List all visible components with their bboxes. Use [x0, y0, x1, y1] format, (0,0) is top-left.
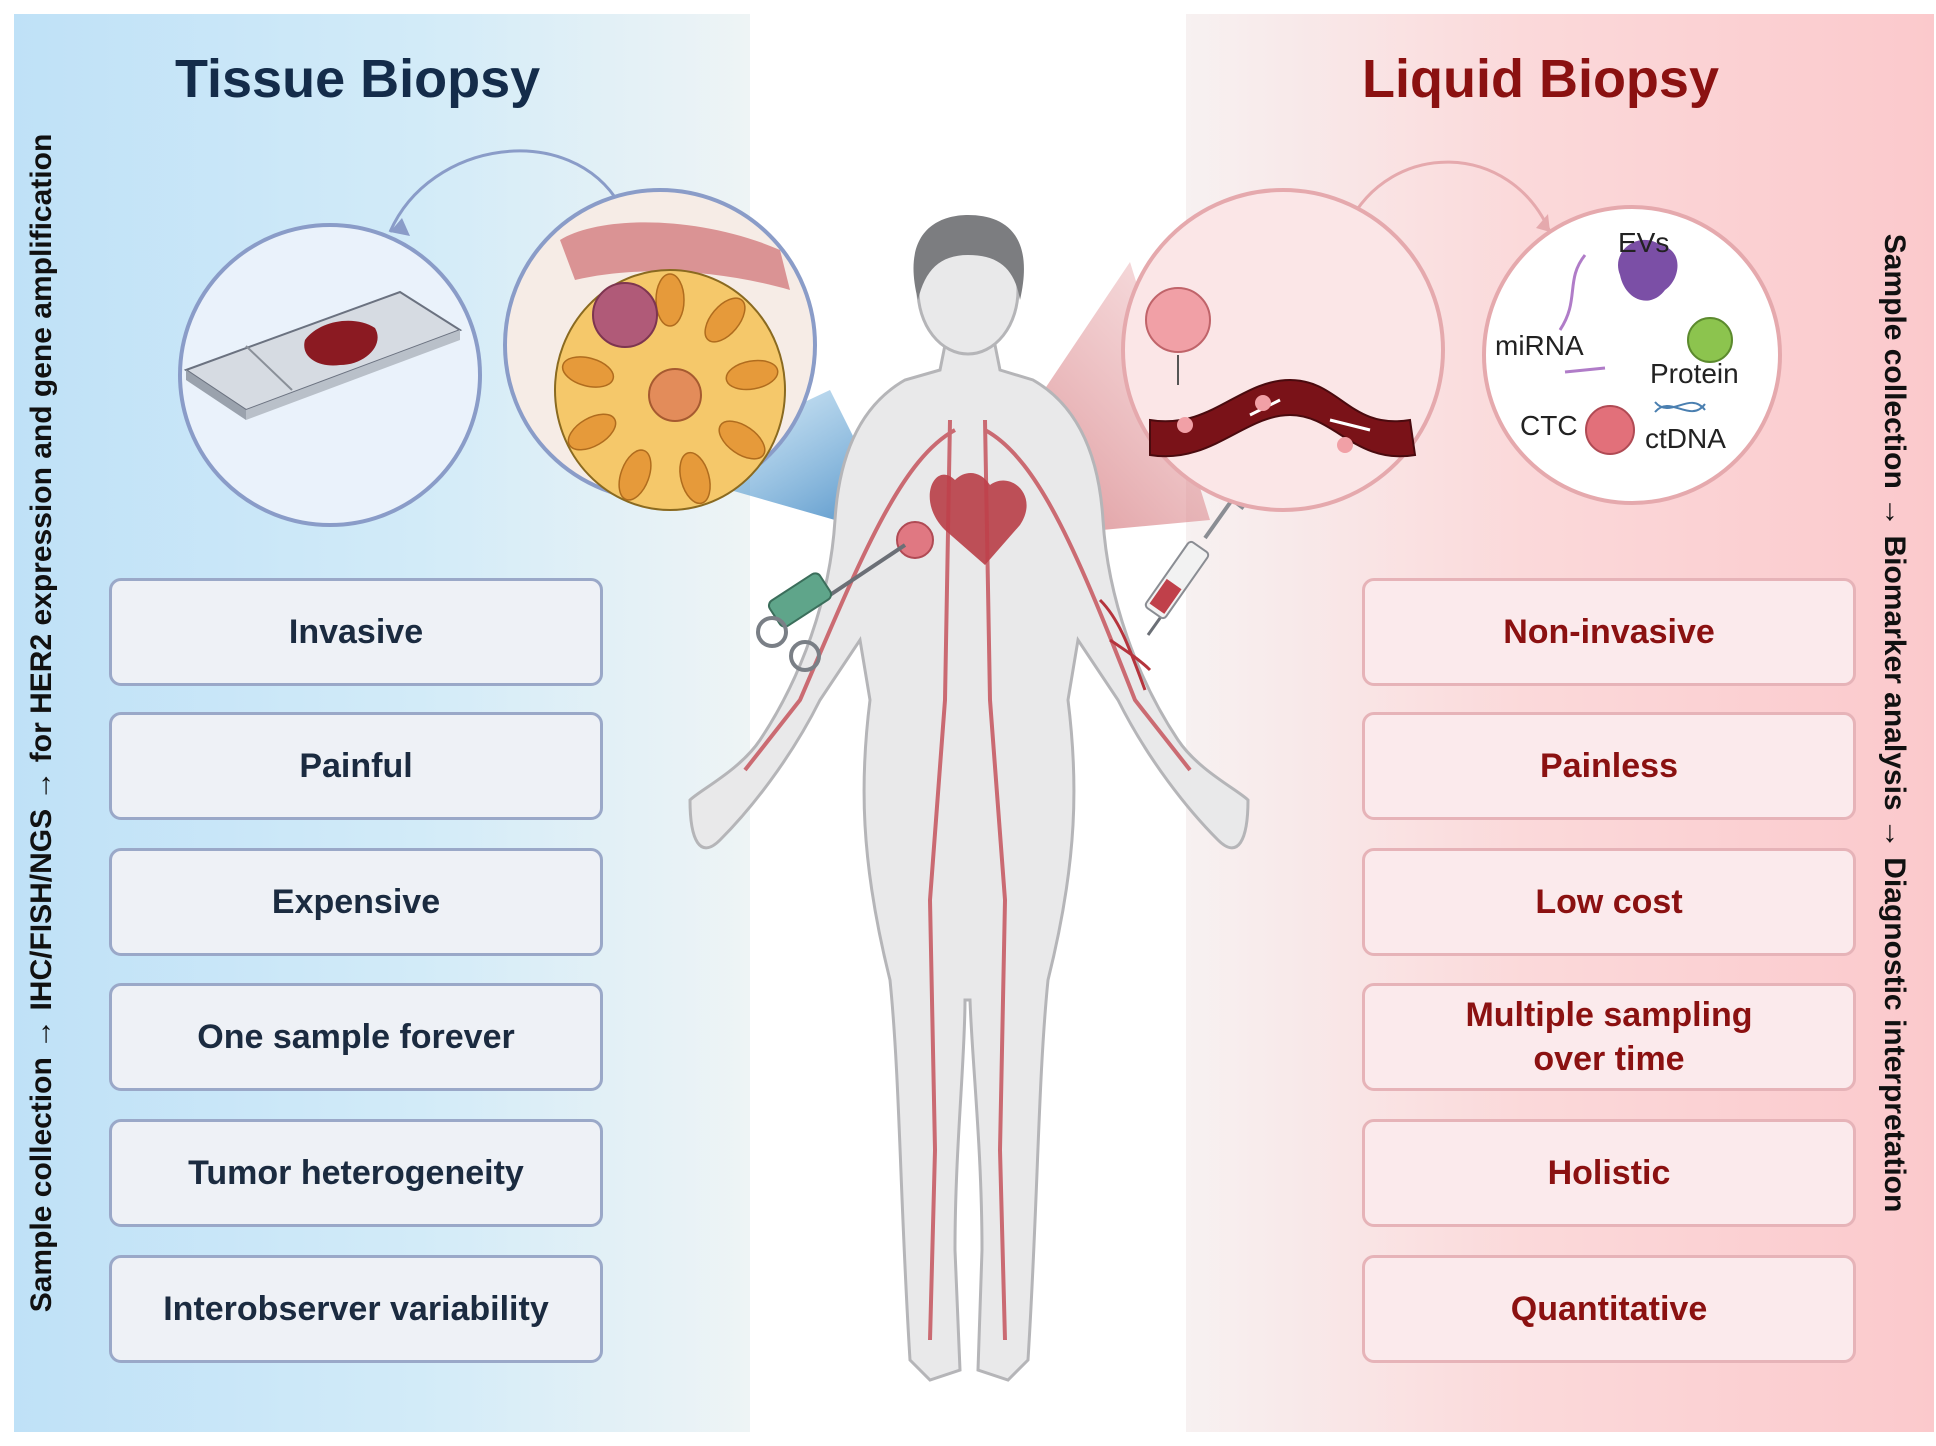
liquid-feature-box: Painless [1362, 712, 1856, 820]
milk-lobules-icon [561, 273, 779, 505]
tissue-feature-box: One sample forever [109, 983, 603, 1091]
liquid-biopsy-title: Liquid Biopsy [1362, 49, 1719, 109]
bloodstream-vessel-icon [1149, 378, 1417, 458]
mirna-strand-icon [1558, 254, 1587, 331]
ctc-label: CTC [1520, 410, 1578, 441]
breast-anatomy-circle [503, 188, 817, 511]
protein-label: Protein [1650, 358, 1739, 389]
blood-vessel-circle [1121, 188, 1445, 512]
primary-tumor-icon [1145, 287, 1211, 353]
liquid-feature-box: Low cost [1362, 848, 1856, 956]
mirna-label: miRNA [1495, 330, 1584, 361]
tissue-feature-box: Tumor heterogeneity [109, 1119, 603, 1227]
mirna-small-icon [1564, 366, 1606, 374]
liquid-feature-box: Non-invasive [1362, 578, 1856, 686]
biomarkers-circle: EVs miRNA Protein CTC ctDNA [1482, 205, 1782, 505]
protein-icon [1687, 317, 1733, 363]
heart-icon [929, 473, 1027, 565]
breast-tumor-icon [896, 521, 934, 559]
liquid-connector-arc [1346, 160, 1552, 233]
tissue-sample-icon [304, 320, 378, 366]
core-biopsy-needle-icon [756, 543, 907, 672]
tissue-connector-arc [388, 149, 622, 233]
liquid-feature-box: Quantitative [1362, 1255, 1856, 1363]
arm-vein-icon [1098, 598, 1152, 691]
hair-icon [913, 215, 1024, 300]
tissue-feature-box: Painful [109, 712, 603, 820]
tissue-biopsy-title: Tissue Biopsy [175, 49, 541, 109]
tissue-feature-box: Invasive [109, 578, 603, 686]
tissue-feature-box: Interobserver variability [109, 1255, 603, 1363]
tissue-slide-circle [178, 223, 482, 527]
ctdna-helix-icon [1654, 401, 1706, 413]
tissue-feature-box: Expensive [109, 848, 603, 956]
liquid-feature-box: Multiple sampling over time [1362, 983, 1856, 1091]
ctdna-label: ctDNA [1645, 423, 1726, 454]
evs-label: EVs [1618, 227, 1669, 258]
liquid-feature-box: Holistic [1362, 1119, 1856, 1227]
blood-vessels-icon [743, 419, 1192, 1341]
extracellular-vesicle-icon [1618, 239, 1678, 301]
ctc-icon [1585, 405, 1635, 455]
breast-tumor-cluster-icon [592, 282, 658, 348]
